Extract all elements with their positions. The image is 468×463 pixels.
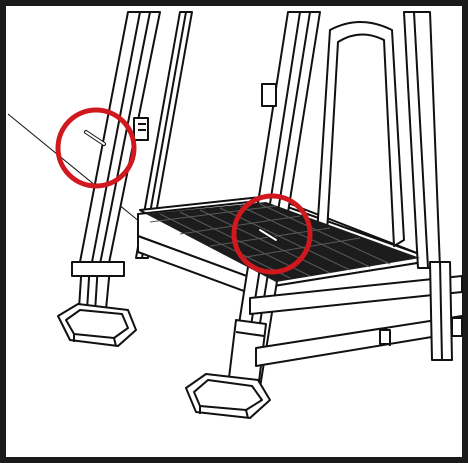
highlight-circle-right — [231, 193, 313, 275]
platform-deck — [146, 202, 420, 282]
pin-icon — [258, 228, 278, 242]
pin-icon — [84, 130, 106, 146]
highlight-circle-left — [55, 107, 137, 189]
platform-grating — [149, 203, 391, 279]
